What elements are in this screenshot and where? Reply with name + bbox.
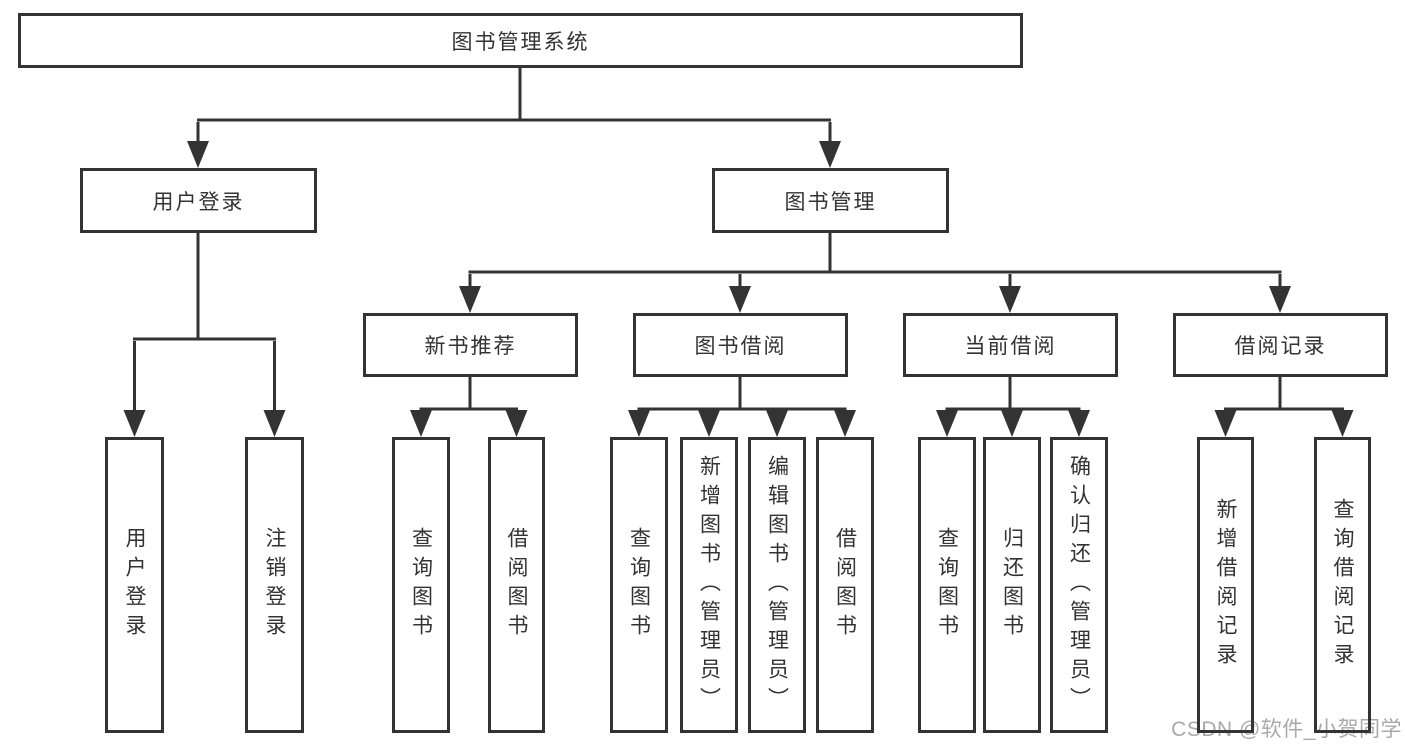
node-label: 图书管理 <box>784 190 877 214</box>
leaf-query-books-current: 查询图书 <box>918 437 976 733</box>
connector-new-book <box>410 372 528 437</box>
leaf-confirm-return-admin: 确认归还（管理员） <box>1050 437 1108 733</box>
leaf-label: 查询图书 <box>409 527 433 643</box>
leaf-label: 编辑图书（管理员） <box>765 454 789 716</box>
node-root-system: 图书管理系统 <box>18 13 1023 68</box>
leaf-query-books-recommend: 查询图书 <box>392 437 450 733</box>
connector-root <box>187 60 841 168</box>
connector-user-login <box>123 228 286 437</box>
leaf-label: 用户登录 <box>123 527 147 643</box>
leaf-label: 查询图书 <box>627 527 651 643</box>
leaf-label: 注销登录 <box>263 527 287 643</box>
node-current-borrowing: 当前借阅 <box>903 313 1118 377</box>
leaf-user-login: 用户登录 <box>105 437 164 733</box>
node-label: 当前借阅 <box>964 335 1057 358</box>
leaf-query-borrow-record: 查询借阅记录 <box>1314 437 1371 733</box>
leaf-add-books-admin: 新增图书（管理员） <box>680 437 738 733</box>
node-new-book-recommendation: 新书推荐 <box>363 313 578 377</box>
node-user-login: 用户登录 <box>80 168 317 233</box>
leaf-label: 新增借阅记录 <box>1214 498 1238 672</box>
node-label: 新书推荐 <box>424 335 517 358</box>
leaf-label: 归还图书 <box>1000 527 1024 643</box>
leaf-label: 查询借阅记录 <box>1331 498 1355 672</box>
connector-borrow-records <box>1214 372 1354 437</box>
leaf-label: 新增图书（管理员） <box>697 454 721 716</box>
leaf-query-books-borrowing: 查询图书 <box>610 437 668 733</box>
node-label: 图书管理系统 <box>451 30 590 54</box>
leaf-add-borrow-record: 新增借阅记录 <box>1197 437 1254 733</box>
leaf-return-books: 归还图书 <box>983 437 1041 733</box>
node-label: 用户登录 <box>152 190 245 214</box>
node-book-management: 图书管理 <box>712 168 949 233</box>
leaf-borrow-books-borrowing: 借阅图书 <box>816 437 874 733</box>
leaf-label: 借阅图书 <box>833 527 857 643</box>
leaf-label: 借阅图书 <box>505 527 529 643</box>
node-label: 借阅记录 <box>1234 335 1327 358</box>
leaf-label: 查询图书 <box>935 527 959 643</box>
csdn-watermark: CSDN @软件_小贺同学 <box>1171 718 1402 741</box>
connector-current-borrowing <box>936 372 1090 437</box>
leaf-borrow-books-recommend: 借阅图书 <box>488 437 545 733</box>
leaf-edit-books-admin: 编辑图书（管理员） <box>748 437 806 733</box>
leaf-label: 确认归还（管理员） <box>1067 454 1091 716</box>
node-borrow-records: 借阅记录 <box>1173 313 1388 377</box>
leaf-logout: 注销登录 <box>245 437 304 733</box>
node-label: 图书借阅 <box>694 335 787 358</box>
connector-book-management <box>459 228 1291 313</box>
connector-book-borrowing <box>628 372 856 437</box>
node-book-borrowing: 图书借阅 <box>633 313 848 377</box>
